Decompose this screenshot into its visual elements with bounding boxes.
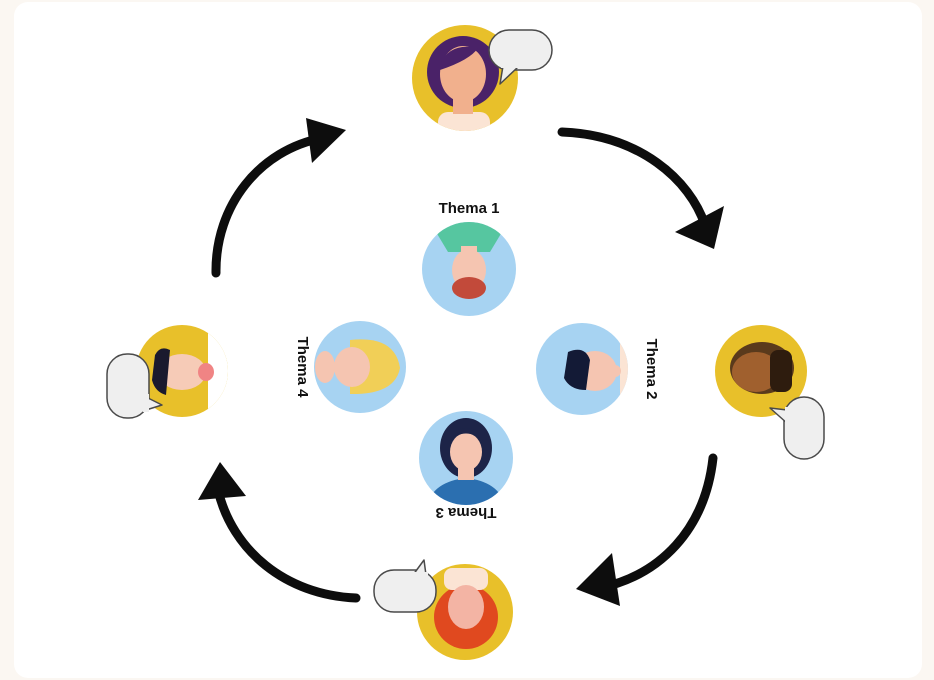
curved-arrow-icon [557,127,710,230]
curved-arrow-icon [211,133,327,278]
arrowhead-icon [306,118,346,163]
speech-bubble-icon [106,353,163,419]
person-avatar-icon [434,568,498,649]
arrowhead-icon [576,553,620,606]
topic-4-label: Thema 4 [294,337,311,399]
arrow-bottom-left [198,462,361,603]
topic-3-label: Thema 3 [436,504,497,521]
curved-arrow-icon [595,453,718,593]
participant-left [106,325,228,419]
participant-right [715,325,825,460]
person-avatar-icon [430,222,508,299]
topic-4: Thema 4 [294,321,406,413]
person-avatar-icon [564,340,628,400]
arrow-bottom-right [576,453,718,606]
topic-2: Thema 2 [536,323,660,415]
participant-bottom [373,559,513,660]
topic-3: Thema 3 [419,411,513,521]
speech-bubble-icon [769,396,825,460]
speech-bubble-icon [373,559,437,613]
topic-2-label: Thema 2 [643,339,660,400]
topic-1: Thema 1 [422,200,516,316]
person-avatar-icon [427,36,499,131]
topic-1-label: Thema 1 [439,200,500,217]
arrowhead-icon [675,206,724,249]
arrow-top-right [557,127,724,249]
person-avatar-icon [315,339,400,395]
curved-arrow-icon [213,485,361,603]
arrow-top-left [211,118,346,278]
speech-bubble-icon [488,29,553,85]
person-avatar-icon [730,342,794,394]
participant-top [412,25,553,131]
arrowhead-icon [198,462,246,500]
